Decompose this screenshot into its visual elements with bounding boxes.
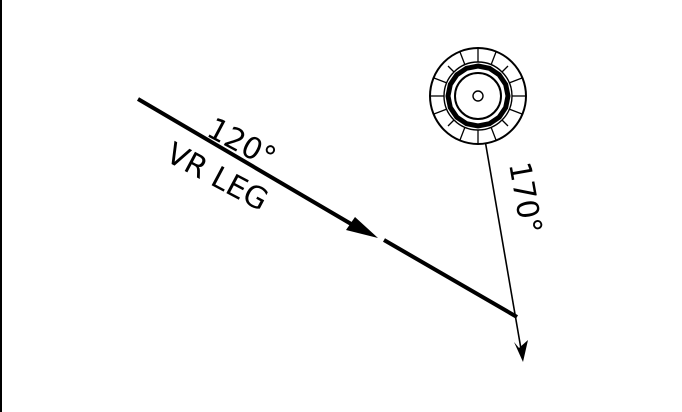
vr-leg-line	[136, 97, 360, 230]
leg-continuation-line	[382, 238, 519, 319]
vr-leg-arrowhead-icon	[346, 217, 378, 238]
outbound-course-line	[484, 139, 522, 350]
outbound-arrowhead-icon	[514, 340, 528, 362]
vor-dme-station-icon	[429, 47, 527, 145]
outbound-course-label: 170°	[501, 159, 548, 236]
